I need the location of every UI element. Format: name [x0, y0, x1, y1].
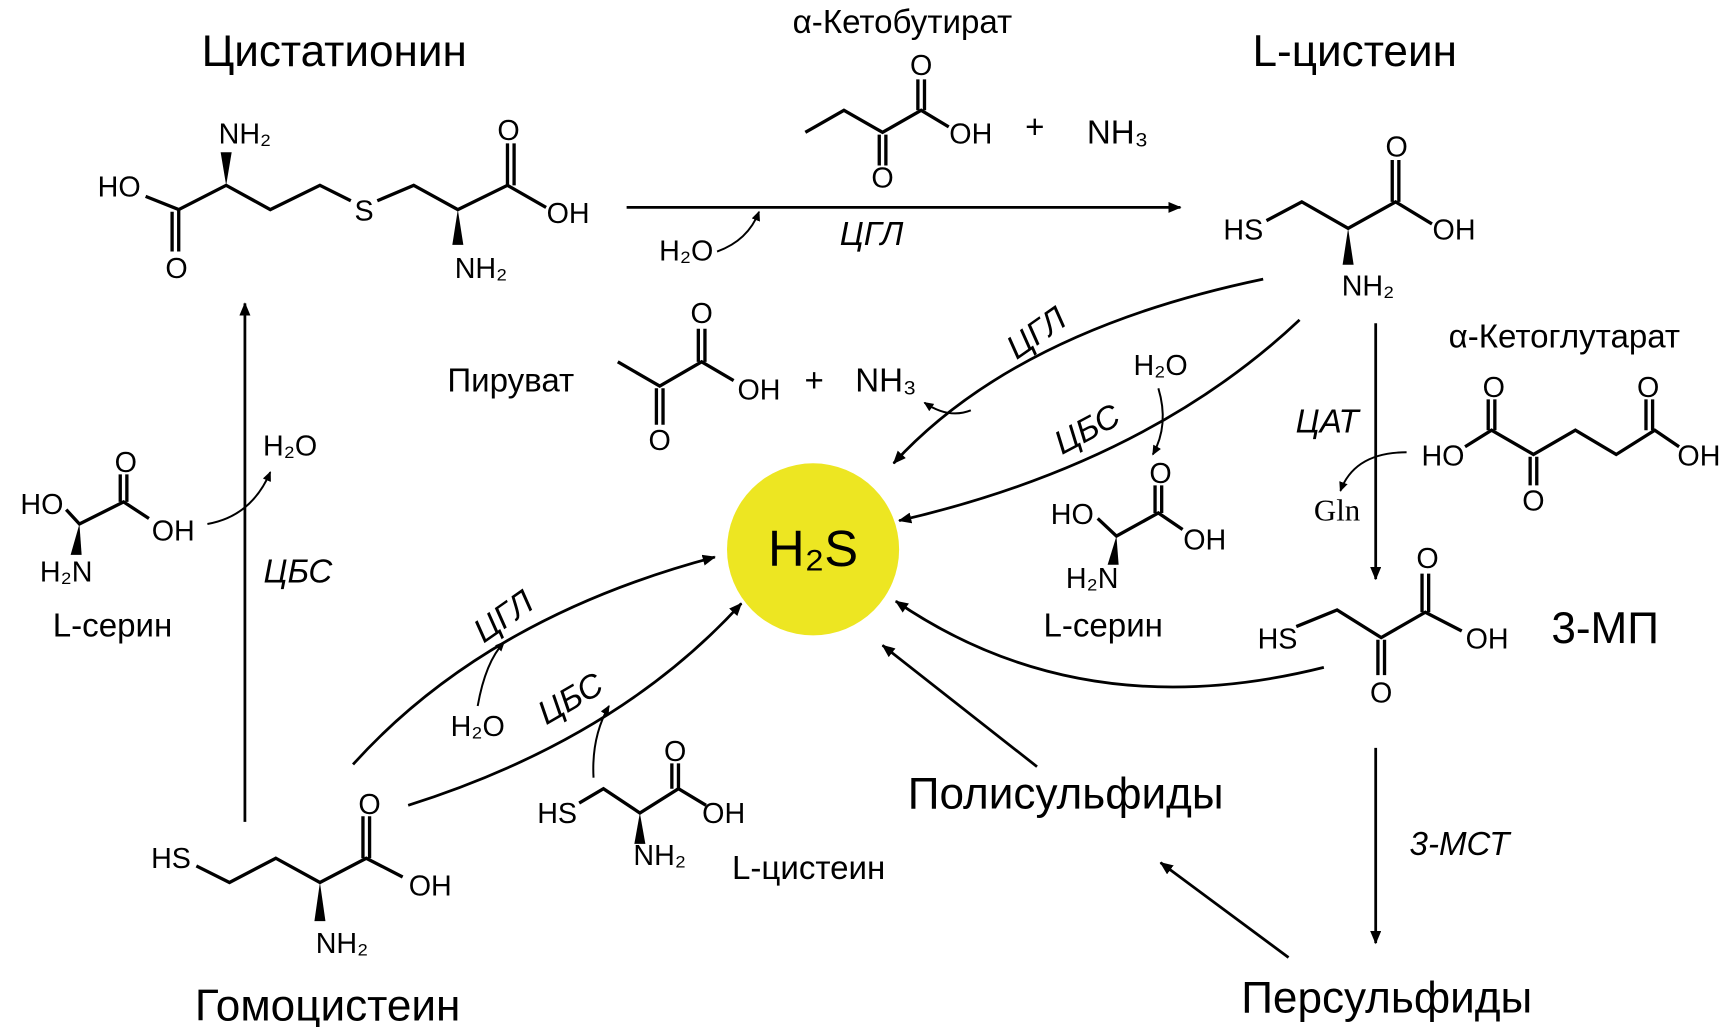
atom-oh: OH	[152, 516, 195, 548]
atom-nh2: NH₂	[219, 118, 272, 150]
cystathionine-title: Цистатионин	[202, 27, 467, 76]
arrow-h2o-in-top	[716, 210, 760, 253]
atom-o: O	[358, 789, 380, 821]
arrow-polysulfides-to-h2s	[881, 644, 1038, 768]
nh3-pyruvate: NH₃	[855, 363, 916, 400]
arrow-gln-out	[1339, 451, 1407, 492]
atom-oh: OH	[702, 798, 745, 830]
homocysteine-structure: HS O OH NH₂	[151, 789, 452, 960]
enzyme-cbs-left: ЦБС	[263, 553, 333, 590]
gln-label: Gln	[1314, 493, 1360, 528]
atom-oh: OH	[1677, 441, 1720, 473]
polysulfides-title: Полисульфиды	[908, 770, 1224, 819]
cysteine-bottom-label: L-цистеин	[732, 850, 885, 887]
atom-o: O	[910, 50, 932, 82]
atom-nh2: NH₂	[455, 253, 508, 285]
atom-o: O	[649, 425, 671, 457]
plus-top: +	[1025, 109, 1044, 146]
atom-nh2: NH₂	[316, 928, 369, 960]
ketobutyrate-structure: O O OH	[804, 50, 992, 195]
3mp-title: 3-МП	[1551, 604, 1659, 653]
pyruvate-structure: O O OH	[616, 298, 781, 457]
h2o-homocysteine: H₂O	[451, 711, 505, 743]
atom-hs: HS	[151, 843, 191, 875]
atom-o: O	[497, 115, 519, 147]
cysteine-title: L-цистеин	[1253, 27, 1457, 76]
arrow-h2o-in-right	[1151, 388, 1164, 456]
3mp-structure: HS O O OH	[1258, 543, 1509, 710]
atom-hs: HS	[1223, 214, 1263, 246]
atom-s: S	[354, 196, 373, 228]
atom-oh: OH	[737, 374, 780, 406]
atom-nh2: NH₂	[633, 840, 686, 872]
h2o-top: H₂O	[659, 235, 713, 267]
enzyme-cbs-homocysteine: ЦБС	[532, 665, 611, 732]
ketobutyrate-label: α-Кетобутират	[793, 4, 1012, 41]
atom-oh: OH	[547, 198, 590, 230]
atom-o: O	[1637, 372, 1659, 404]
cysteine-bottom-structure: HS O OH NH₂	[537, 736, 745, 872]
atom-o: O	[1386, 132, 1408, 164]
persulfides-title: Персульфиды	[1241, 974, 1532, 1023]
serine-right-structure: HO O OH H₂N	[1051, 458, 1226, 595]
homocysteine-title: Гомоцистеин	[195, 981, 461, 1027]
pyruvate-label: Пируват	[447, 363, 574, 400]
cystathionine-structure: HO O NH₂ S NH₂ O OH	[98, 115, 590, 285]
atom-ho: HO	[98, 171, 141, 203]
atom-ho: HO	[1051, 499, 1094, 531]
atom-oh: OH	[1433, 214, 1476, 246]
atom-o: O	[1149, 458, 1171, 490]
plus-pyruvate: +	[805, 363, 824, 400]
enzyme-cgl-top: ЦГЛ	[840, 216, 904, 253]
atom-oh: OH	[1466, 624, 1509, 656]
h2o-right: H₂O	[1134, 350, 1188, 382]
h2o-left: H₂O	[263, 431, 317, 463]
enzyme-cbs-cysteine: ЦБС	[1048, 397, 1127, 462]
atom-hs: HS	[1258, 624, 1298, 656]
arrow-homocysteine-cgl-to-h2s	[352, 554, 716, 766]
atom-o: O	[664, 736, 686, 768]
serine-right-label: L-серин	[1043, 607, 1163, 644]
nh3-top: NH₃	[1087, 114, 1148, 151]
arrow-homocysteine-cbs-to-h2s	[407, 602, 743, 807]
ketoglutarate-structure: HO O O O OH	[1421, 372, 1720, 518]
atom-o: O	[165, 253, 187, 285]
atom-ho: HO	[20, 489, 63, 521]
h2s-circle	[727, 463, 900, 636]
arrow-h2o-in-homocysteine	[476, 641, 505, 707]
arrow-cysteine-in	[592, 705, 610, 778]
atom-hs: HS	[537, 798, 577, 830]
arrow-persulfides-to-polysulfides	[1159, 861, 1290, 959]
atom-o: O	[115, 447, 137, 479]
reaction-arrows	[207, 201, 1407, 959]
arrow-3mp-to-h2s	[894, 600, 1325, 689]
enzyme-cgl-homocysteine: ЦГЛ	[467, 583, 541, 650]
atom-o: O	[1416, 543, 1438, 575]
atom-o: O	[1483, 372, 1505, 404]
atom-o: O	[1370, 678, 1392, 710]
arrow-nh3-out	[923, 401, 972, 415]
arrow-cysteine-cgl-to-h2s	[892, 277, 1264, 465]
arrow-h2o-out-left	[207, 471, 272, 525]
atom-h2n: H₂N	[40, 556, 93, 588]
cysteine-top-structure: HS O OH NH₂	[1223, 132, 1475, 303]
atom-h2n: H₂N	[1066, 563, 1119, 595]
atom-oh: OH	[409, 871, 452, 903]
h2s-label: H₂S	[768, 520, 858, 577]
enzyme-cat: ЦАТ	[1296, 403, 1362, 440]
h2s-node: H₂S	[727, 463, 900, 636]
enzyme-3mst: 3-МСТ	[1410, 826, 1513, 863]
atom-oh: OH	[949, 118, 992, 150]
atom-ho: HO	[1421, 441, 1464, 473]
serine-left-structure: HO O OH H₂N	[20, 447, 194, 588]
atom-o: O	[1522, 486, 1544, 518]
atom-o: O	[871, 163, 893, 195]
ketoglutarate-label: α-Кетоглутарат	[1449, 318, 1680, 355]
serine-left-label: L-серин	[53, 607, 173, 644]
atom-o: O	[690, 298, 712, 330]
atom-nh2: NH₂	[1342, 271, 1395, 303]
atom-oh: OH	[1183, 524, 1226, 556]
arrow-cysteine-cbs-to-h2s	[898, 318, 1301, 524]
